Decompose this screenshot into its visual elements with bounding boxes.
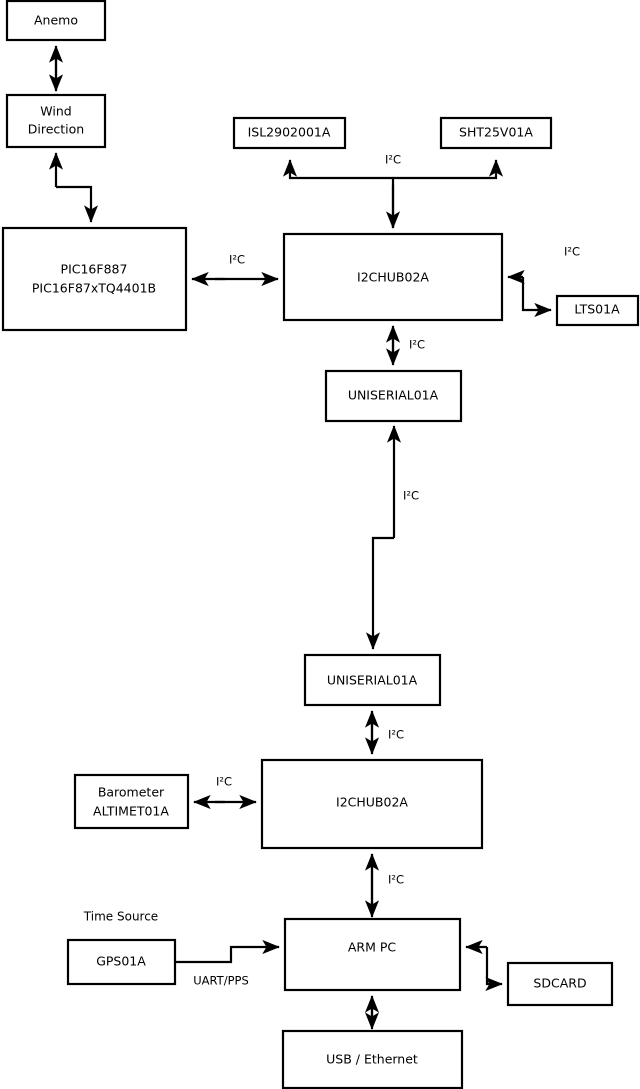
node-anemo-label: Anemo (34, 13, 78, 28)
edge-label-hub-uniserial-top: I²C (409, 338, 425, 352)
node-arm-pc-label: ARM PC (348, 940, 397, 955)
node-pic-label-line2: PIC16F87xTQ4401B (32, 281, 156, 296)
node-usb-ethernet-label: USB / Ethernet (326, 1052, 418, 1067)
node-barometer-label-line2: ALTIMET01A (93, 804, 169, 819)
connector-wind-pic (48, 152, 99, 223)
node-uniserial01a-top-box[interactable] (324, 369, 463, 423)
node-i2chub02a-bottom-label: I2CHUB02A (336, 795, 408, 810)
edge-label-uniserial-link: I²C (403, 489, 419, 503)
node-i2chub02a-bottom-box[interactable] (260, 758, 484, 850)
node-i2chub02a-top[interactable]: I2CHUB02A (282, 232, 504, 322)
node-sdcard-label: SDCARD (533, 976, 586, 991)
node-gps01a-box[interactable] (66, 938, 177, 986)
node-uniserial01a-bottom-label: UNISERIAL01A (327, 673, 418, 688)
node-anemo[interactable]: Anemo (5, 0, 107, 42)
node-isl2902001a-label: ISL2902001A (248, 125, 331, 140)
connector-hubtop-sensors: I²C (282, 153, 504, 229)
node-sht25v01a-label: SHT25V01A (459, 125, 533, 140)
node-pic-box[interactable] (1, 226, 188, 332)
node-wind-direction[interactable]: Wind Direction (5, 93, 107, 149)
node-usb-ethernet[interactable]: USB / Ethernet (281, 1029, 464, 1089)
node-arm-pc-box[interactable] (283, 917, 462, 992)
node-lts01a[interactable]: LTS01A (555, 294, 640, 327)
node-wind-direction-label-line2: Direction (28, 122, 84, 137)
edge-label-gps-armpc: UART/PPS (193, 974, 249, 988)
node-isl2902001a[interactable]: ISL2902001A (232, 116, 347, 150)
edge-label-sensor-bus: I²C (385, 153, 401, 167)
node-lts01a-label: LTS01A (574, 302, 620, 317)
node-pic-label-line1: PIC16F887 (61, 262, 128, 277)
connector-gps-armpc: UART/PPS (175, 939, 280, 988)
label-time-source: Time Source (83, 910, 158, 924)
node-sht25v01a-box[interactable] (439, 116, 553, 150)
node-uniserial01a-bottom-box[interactable] (303, 653, 442, 707)
node-usb-ethernet-box[interactable] (281, 1029, 464, 1089)
node-barometer-box[interactable] (73, 773, 190, 830)
node-uniserial01a-top[interactable]: UNISERIAL01A (324, 369, 463, 423)
node-wind-direction-box[interactable] (5, 93, 107, 149)
node-i2chub02a-top-label: I2CHUB02A (357, 270, 429, 285)
node-sht25v01a[interactable]: SHT25V01A (439, 116, 553, 150)
node-barometer[interactable]: Barometer ALTIMET01A (73, 773, 190, 830)
node-sdcard[interactable]: SDCARD (506, 961, 614, 1007)
edge-label-pic-hub: I²C (229, 253, 245, 267)
node-gps01a-label: GPS01A (96, 954, 146, 969)
edge-label-uniserial-hub-bot: I²C (388, 728, 404, 742)
node-uniserial01a-bottom[interactable]: UNISERIAL01A (303, 653, 442, 707)
connector-barometer-hubbot: I²C (193, 775, 257, 810)
connector-uniserialbot-hubbot: I²C (364, 710, 404, 755)
node-i2chub02a-bottom[interactable]: I2CHUB02A (260, 758, 484, 850)
node-arm-pc[interactable]: ARM PC (283, 917, 462, 992)
node-sdcard-box[interactable] (506, 961, 614, 1007)
node-wind-direction-label-line1: Wind (40, 104, 71, 119)
connector-armpc-sdcard (465, 939, 503, 992)
node-uniserial01a-top-label: UNISERIAL01A (348, 388, 439, 403)
node-pic[interactable]: PIC16F887 PIC16F87xTQ4401B (1, 226, 188, 332)
edge-label-hub-armpc: I²C (388, 873, 404, 887)
connector-hubtop-uniserialtop: I²C (385, 325, 425, 366)
node-i2chub02a-top-box[interactable] (282, 232, 504, 322)
edge-label-hub-lts: I²C (564, 245, 580, 259)
connector-uniserial-link: I²C (365, 425, 419, 650)
edge-label-barometer-hub: I²C (216, 775, 232, 789)
node-gps01a[interactable]: GPS01A (66, 938, 177, 986)
connector-hubbot-armpc: I²C (364, 853, 404, 918)
node-isl2902001a-box[interactable] (232, 116, 347, 150)
connector-hubtop-lts: I²C (507, 245, 580, 318)
node-barometer-label-line1: Barometer (98, 785, 165, 800)
node-lts01a-box[interactable] (555, 294, 640, 327)
connector-pic-hubtop: I²C (191, 253, 279, 287)
node-anemo-box[interactable] (5, 0, 107, 42)
